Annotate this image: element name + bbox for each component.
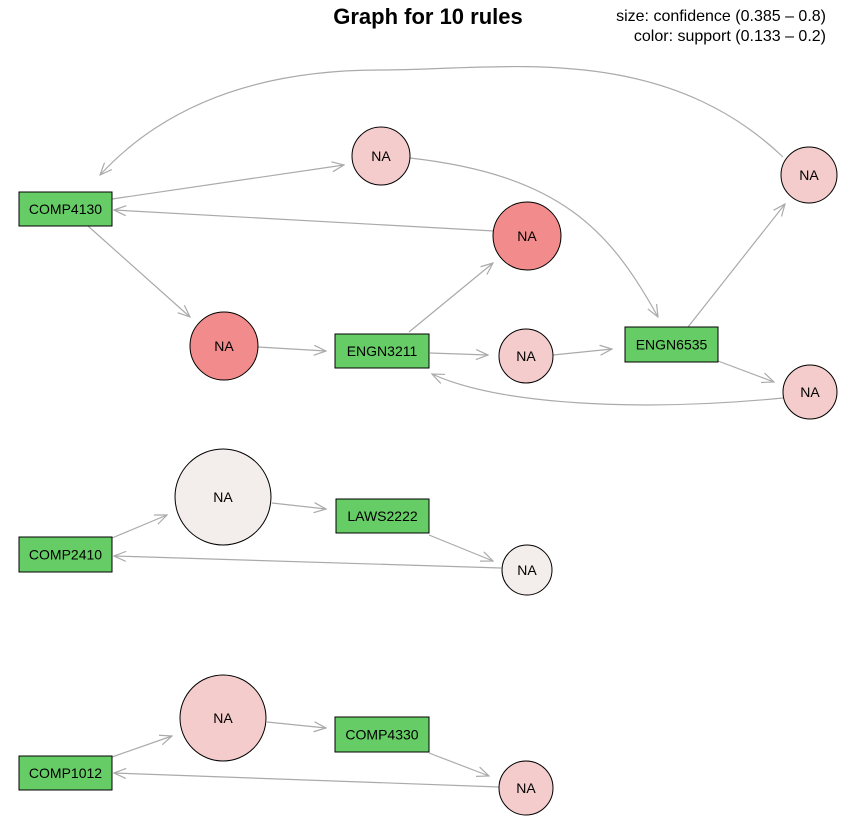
legend-color: color: support (0.133 – 0.2) bbox=[633, 28, 826, 45]
item-node-laws2222[interactable]: LAWS2222 bbox=[335, 498, 430, 534]
edge-comp4130-to-r4 bbox=[87, 225, 190, 317]
edge-engn6535-to-r6 bbox=[717, 360, 774, 382]
edge-engn3211-to-r5 bbox=[429, 353, 488, 355]
item-node-label: COMP1012 bbox=[29, 765, 102, 781]
item-node-box bbox=[624, 326, 719, 363]
item-node-engn6535[interactable]: ENGN6535 bbox=[624, 326, 719, 363]
rule-node[interactable]: NA bbox=[174, 448, 272, 546]
edge-r2-to-comp4130 bbox=[100, 65, 784, 175]
rule-node[interactable]: NA bbox=[189, 311, 259, 381]
item-node-box bbox=[18, 755, 113, 791]
item-node-label: ENGN6535 bbox=[636, 337, 708, 353]
edge-r3-to-comp4130 bbox=[114, 210, 495, 232]
rule-node-label: NA bbox=[516, 348, 536, 364]
edge-r7-to-laws2222 bbox=[271, 503, 326, 509]
rule-node-circle bbox=[174, 448, 272, 546]
legend: size: confidence (0.385 – 0.8) color: su… bbox=[616, 7, 826, 47]
item-node-label: COMP4330 bbox=[345, 727, 418, 743]
item-node-label: COMP4130 bbox=[29, 201, 102, 217]
edge-laws2222-to-r8 bbox=[428, 534, 493, 561]
rule-node[interactable]: NA bbox=[498, 760, 554, 816]
rule-node-circle bbox=[179, 674, 267, 762]
edge-comp2410-to-r7 bbox=[111, 515, 167, 539]
rule-node-label: NA bbox=[371, 148, 391, 164]
edge-comp4330-to-r10 bbox=[428, 752, 489, 776]
rule-node-label: NA bbox=[213, 710, 233, 726]
rule-node-circle bbox=[780, 146, 838, 204]
rule-node-label: NA bbox=[517, 562, 537, 578]
item-node-label: COMP2410 bbox=[29, 547, 102, 563]
rule-node-circle bbox=[782, 364, 838, 420]
edge-engn3211-to-r3 bbox=[408, 263, 493, 333]
rule-node-circle bbox=[351, 126, 411, 186]
rule-node[interactable]: NA bbox=[782, 364, 838, 420]
item-node-box bbox=[334, 333, 430, 369]
item-node-box bbox=[335, 498, 430, 534]
rule-node-label: NA bbox=[800, 384, 820, 400]
rule-node[interactable]: NA bbox=[498, 328, 554, 384]
rule-node-label: NA bbox=[516, 780, 536, 796]
rule-node-circle bbox=[189, 311, 259, 381]
edge-r8-to-comp2410 bbox=[114, 556, 502, 569]
edges bbox=[87, 65, 785, 788]
rule-node[interactable]: NA bbox=[179, 674, 267, 762]
graph-title: Graph for 10 rules bbox=[333, 4, 523, 29]
rule-node[interactable]: NA bbox=[501, 544, 553, 596]
item-node-comp4130[interactable]: COMP4130 bbox=[18, 191, 113, 227]
rule-node-label: NA bbox=[213, 489, 233, 505]
item-node-box bbox=[334, 716, 430, 753]
rule-node[interactable]: NA bbox=[780, 146, 838, 204]
item-node-label: ENGN3211 bbox=[347, 343, 418, 359]
legend-size: size: confidence (0.385 – 0.8) bbox=[616, 8, 826, 25]
rule-node-circle bbox=[492, 201, 562, 271]
rule-nodes: NA NA NA NA NA NA NA NA bbox=[174, 126, 838, 816]
rule-node-label: NA bbox=[214, 338, 234, 354]
rule-node-circle bbox=[498, 328, 554, 384]
item-node-comp1012[interactable]: COMP1012 bbox=[18, 755, 113, 791]
item-node-box bbox=[18, 191, 113, 227]
rule-node-label: NA bbox=[799, 167, 819, 183]
rule-node-label: NA bbox=[517, 228, 537, 244]
edge-comp4130-to-r1 bbox=[111, 165, 344, 200]
rule-node-circle bbox=[501, 544, 553, 596]
rule-node[interactable]: NA bbox=[492, 201, 562, 271]
edge-r1-to-engn6535 bbox=[409, 157, 658, 317]
rule-node[interactable]: NA bbox=[351, 126, 411, 186]
rule-node-circle bbox=[498, 760, 554, 816]
item-node-comp2410[interactable]: COMP2410 bbox=[18, 536, 113, 573]
edge-r6-to-engn3211 bbox=[432, 374, 784, 406]
edge-r5-to-engn6535 bbox=[552, 349, 612, 355]
item-node-comp4330[interactable]: COMP4330 bbox=[334, 716, 430, 753]
edge-r9-to-comp4330 bbox=[266, 722, 326, 728]
item-node-box bbox=[18, 536, 113, 573]
edge-engn6535-to-r2 bbox=[687, 204, 785, 328]
item-nodes: COMP4130 ENGN3211 ENGN6535 COMP2410 LAWS… bbox=[18, 191, 719, 791]
item-node-engn3211[interactable]: ENGN3211 bbox=[334, 333, 430, 369]
edge-r4-to-engn3211 bbox=[257, 347, 326, 351]
item-node-label: LAWS2222 bbox=[347, 508, 418, 524]
edge-r10-to-comp1012 bbox=[114, 773, 500, 788]
edge-comp1012-to-r9 bbox=[111, 736, 172, 758]
